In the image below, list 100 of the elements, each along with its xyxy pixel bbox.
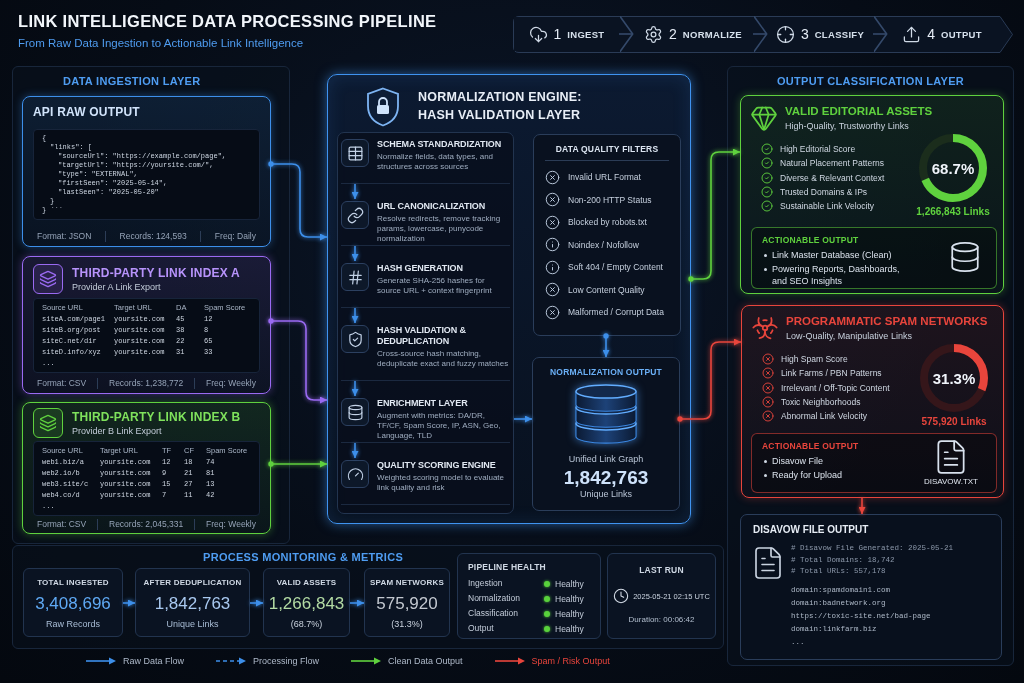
steps-panel: [337, 132, 514, 514]
footer-stat: Freq: Weekly: [206, 378, 256, 389]
filter-label: Soft 404 / Empty Content: [568, 262, 663, 273]
diagram-subtitle: From Raw Data Ingestion to Actionable Link Intelligence: [18, 37, 304, 49]
flow-arrow: [858, 497, 866, 515]
metric-card: [364, 568, 450, 637]
criteria-item: Toxic Neighborhoods: [781, 397, 861, 408]
card-title: THIRD-PARTY LINK INDEX A: [72, 265, 240, 280]
step-description: Weighted scoring model to evaluate link quality and risk: [377, 473, 506, 493]
step-label: CLASSIFY: [814, 28, 865, 40]
percentage-value: 68.7%: [931, 159, 975, 177]
panel-title: NORMALIZATION ENGINE: HASH VALIDATION LAYER: [418, 89, 583, 124]
flow-arrow: [677, 338, 742, 422]
flow-arrow: [351, 380, 359, 397]
step-number: 3: [800, 26, 809, 42]
footer-stat: Format: CSV: [37, 519, 87, 530]
status-value: Healthy: [555, 593, 584, 604]
filter-panel: [533, 134, 681, 336]
process-step: [341, 137, 510, 184]
source-card: [22, 256, 271, 394]
flow-arrow: [249, 599, 264, 607]
card-subtitle: High-Quality, Trustworthy Links: [785, 121, 909, 131]
metric-label: TOTAL INGESTED: [37, 578, 109, 587]
footer-stat: Records: 124,593: [119, 231, 187, 241]
step-label: INGEST: [567, 28, 605, 40]
step-title: HASH GENERATION: [377, 263, 464, 274]
footer-stat: Freq: Daily: [214, 231, 256, 241]
chevron-arrow: [872, 16, 888, 52]
metric-card: [263, 568, 350, 637]
metric-value: 575,920: [376, 594, 438, 614]
action-item: Disavow File: [772, 455, 823, 467]
flow-arrow: [351, 183, 359, 200]
panel-heading: DATA INGESTION LAYER: [63, 75, 201, 87]
legend-label: Raw Data Flow: [123, 656, 185, 666]
count-caption: Unique Links: [580, 489, 632, 499]
status-label: Classification: [468, 608, 519, 620]
step-description: Resolve redirects, remove tracking params, lowercase, punycode normalization: [377, 214, 502, 244]
card-subtitle: Provider A Link Export: [72, 281, 161, 292]
graph-label: Unified Link Graph: [568, 454, 644, 464]
action-item: Powering Reports, Dashboards, and SEO Insights: [772, 263, 901, 287]
process-step: [341, 458, 510, 505]
step-title: QUALITY SCORING ENGINE: [377, 460, 497, 471]
filter-label: Invalid URL Format: [568, 172, 641, 183]
flow-arrow: [268, 161, 328, 241]
layer-panel: [12, 545, 724, 649]
status-label: Normalization: [468, 593, 520, 605]
legend-label: Processing Flow: [253, 656, 320, 666]
source-card: [22, 96, 271, 247]
run-panel: [607, 553, 716, 639]
flow-arrow: [351, 245, 359, 262]
engine-panel: [327, 74, 691, 524]
card-title: PROGRAMMATIC SPAM NETWORKS: [786, 315, 988, 327]
metric-caption: Unique Links: [166, 619, 219, 629]
flow-arrow: [513, 415, 533, 423]
metric-caption: Raw Records: [46, 619, 100, 629]
run-duration: Duration: 00:06:42: [628, 615, 695, 624]
status-value: Healthy: [555, 578, 584, 589]
footer-stat: Format: CSV: [37, 378, 87, 389]
process-step: [341, 323, 510, 381]
metric-caption: (31.3%): [391, 619, 423, 629]
legend-label: Spam / Risk Output: [531, 656, 610, 666]
flow-arrow: [268, 318, 328, 404]
action-panel: [751, 433, 997, 493]
criteria-item: High Editorial Score: [780, 144, 856, 155]
flow-arrow: [122, 599, 136, 607]
percentage-value: 31.3%: [932, 369, 976, 387]
layer-panel: [12, 66, 290, 544]
flow-arrow: [268, 460, 328, 468]
metric-card: [135, 568, 250, 637]
criteria-item: High Spam Score: [781, 354, 848, 365]
process-step: [341, 396, 510, 443]
metric-value: 1,842,763: [154, 594, 231, 614]
filter-label: Malformed / Corrupt Data: [568, 307, 664, 318]
action-heading: ACTIONABLE OUTPUT: [762, 235, 859, 245]
footer-stat: Records: 2,045,331: [109, 519, 184, 530]
metric-card: [23, 568, 123, 637]
layer-panel: [727, 66, 1014, 666]
flow-arrow: [602, 333, 610, 358]
status-label: Ingestion: [468, 578, 503, 590]
metric-caption: (68.7%): [290, 619, 323, 629]
flow-arrow: [349, 599, 365, 607]
file-output-panel: [740, 514, 1002, 660]
panel-heading: OUTPUT CLASSIFICATION LAYER: [776, 75, 965, 87]
criteria-item: Abnormal Link Velocity: [781, 411, 867, 422]
panel-heading: PIPELINE HEALTH: [468, 562, 546, 572]
criteria-item: Diverse & Relevant Context: [780, 172, 885, 183]
chevron-arrow: [618, 16, 634, 52]
status-label: Output: [468, 623, 494, 635]
metric-label: SPAM NETWORKS: [370, 578, 444, 587]
link-count: 575,920 Links: [921, 416, 987, 427]
link-count: 1,266,843 Links: [916, 206, 990, 217]
footer-stat: Format: JSON: [37, 231, 92, 241]
card-title: API RAW OUTPUT: [33, 105, 140, 119]
step-label: NORMALIZE: [682, 28, 742, 40]
link-count: 1,842,763: [563, 467, 649, 489]
flow-arrow: [351, 442, 359, 459]
criteria-item: Sustainable Link Velocity: [780, 201, 875, 212]
action-item: Ready for Upload: [772, 469, 843, 481]
panel-heading: DISAVOW FILE OUTPUT: [753, 524, 869, 535]
classification-card: [740, 95, 1004, 294]
